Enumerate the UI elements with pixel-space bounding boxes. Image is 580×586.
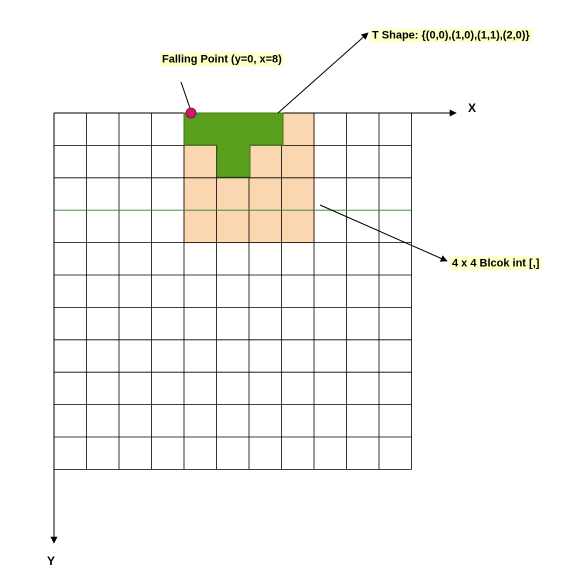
t-shape-label-background (370, 28, 533, 43)
falling-point-label: Falling Point (y=0, x=8) (162, 54, 282, 66)
falling-point-label-background (160, 52, 285, 67)
t-shape-cell (250, 113, 283, 145)
t-shape-label: T Shape: {(0,0),(1,0),(1,1),(2,0)} (372, 30, 530, 42)
t-shape-cell (217, 145, 250, 177)
grid-layer (50, 109, 457, 544)
t-shape-cell (217, 113, 250, 145)
block-leader-line (319, 204, 448, 262)
block-label-background (450, 256, 542, 271)
falling-point-leader-line (180, 81, 192, 112)
t-shape-layer (183, 112, 284, 178)
y-axis-label: Y (47, 554, 55, 568)
t-shape-leader-line (277, 32, 369, 114)
x-axis-label: X (468, 101, 476, 115)
falling-point-dot (185, 107, 197, 119)
block-label: 4 x 4 Blcok int [,] (452, 258, 540, 270)
t-shape-cell (184, 113, 217, 145)
callout-layer (180, 32, 448, 262)
t-shape-outline (183, 112, 284, 178)
